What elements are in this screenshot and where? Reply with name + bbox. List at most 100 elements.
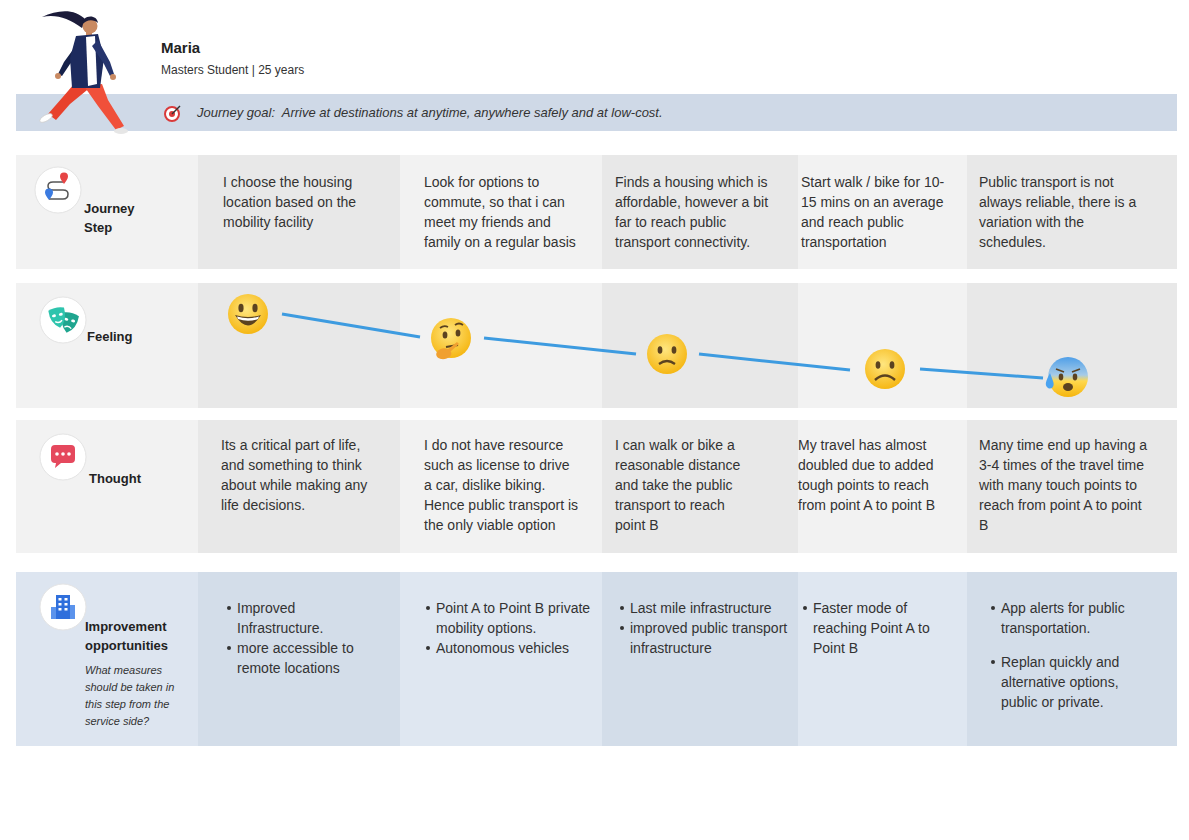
- bullet-item: more accessible to remote locations: [227, 638, 367, 678]
- mask-eye: [71, 319, 76, 323]
- brow: [1056, 369, 1064, 372]
- column-shade: [967, 283, 1177, 408]
- row-heading: Improvement opportunities: [85, 617, 187, 655]
- masks-icon: [40, 297, 86, 343]
- cell-content: Public transport is not always reliable,…: [979, 172, 1149, 252]
- cell-content: App alerts for public transportation.Rep…: [991, 598, 1143, 712]
- chat-dot: [61, 452, 65, 456]
- feeling-segment: [484, 338, 636, 354]
- journey-goal-text: Journey goal: Arrive at destinations at …: [197, 94, 1167, 131]
- thought-cell: I can walk or bike a reasonable distance…: [602, 420, 798, 553]
- front-hand: [110, 74, 116, 80]
- cell-text: Its a critical part of life, and somethi…: [221, 435, 381, 515]
- runner-figure: [38, 11, 180, 134]
- bullet-dot: [227, 646, 231, 650]
- bullet-dot: [991, 606, 995, 610]
- improvement-cell: Faster mode of reaching Point A to Point…: [798, 572, 967, 746]
- journey-step-cell: Public transport is not always reliable,…: [967, 155, 1177, 269]
- icon-disc: [40, 434, 86, 480]
- face: [1048, 357, 1088, 397]
- cell-content: My travel has almost doubled due to adde…: [798, 435, 953, 515]
- frowning-face: [865, 349, 905, 389]
- target-ring: [165, 107, 179, 121]
- eye: [672, 346, 677, 354]
- bullet-dot: [991, 660, 995, 664]
- bullet-item: improved public transport infrastructure: [620, 618, 788, 658]
- mouth: [659, 361, 675, 364]
- feeling-row: Feeling: [16, 283, 1177, 408]
- window: [65, 598, 68, 601]
- cell-text: I can walk or bike a reasonable distance…: [615, 435, 755, 535]
- bullet-text: Last mile infrastructure: [630, 598, 788, 618]
- bullet-text: Faster mode of reaching Point A to Point…: [813, 598, 961, 658]
- eye: [443, 331, 448, 338]
- window: [59, 603, 62, 606]
- cell-content: Improved Infrastructure.more accessible …: [227, 598, 367, 678]
- chat-dot: [67, 452, 71, 456]
- improvement-row: Improvement opportunitiesWhat measures s…: [16, 572, 1177, 746]
- cell-text: Look for options to commute, so that i c…: [424, 172, 584, 252]
- eye: [658, 346, 663, 354]
- bullet-text: Autonomous vehicles: [436, 638, 598, 658]
- row-heading-group: Thought: [89, 469, 169, 488]
- chat-dot: [55, 452, 59, 456]
- feeling-segment: [920, 369, 1043, 378]
- red-pin: [60, 173, 68, 185]
- back-shoe: [38, 112, 53, 124]
- hair: [82, 16, 98, 25]
- feeling-segment: [699, 354, 850, 370]
- mask-mouth: [64, 326, 71, 329]
- bullet-text: Point A to Point B private mobility opti…: [436, 598, 598, 638]
- window: [59, 608, 62, 611]
- window: [65, 603, 68, 606]
- eye: [1073, 374, 1078, 381]
- feeling-segment: [282, 314, 420, 337]
- bullet-text: App alerts for public transportation.: [1001, 598, 1143, 638]
- chat-bubble: [51, 445, 75, 468]
- bullet-item: Faster mode of reaching Point A to Point…: [803, 598, 961, 658]
- cell-text: My travel has almost doubled due to adde…: [798, 435, 953, 515]
- cell-text: I do not have resource such as license t…: [424, 435, 579, 535]
- front-leg: [84, 84, 124, 130]
- thought-cell: My travel has almost doubled due to adde…: [798, 420, 967, 553]
- cell-content: I choose the housing location based on t…: [223, 172, 378, 232]
- bullet-dot: [227, 606, 231, 610]
- bullet-item: Point A to Point B private mobility opti…: [426, 598, 598, 638]
- row-heading-group: Journey Step: [84, 199, 148, 237]
- persona-subtitle: Masters Student | 25 years: [161, 63, 304, 77]
- window: [59, 598, 62, 601]
- bullet-dot: [426, 606, 430, 610]
- bullet-item: Improved Infrastructure.: [227, 598, 367, 638]
- mask-eye: [59, 313, 63, 317]
- bullet-text: improved public transport infrastructure: [630, 618, 788, 658]
- bullet-item: App alerts for public transportation.: [991, 598, 1143, 638]
- eye: [1059, 374, 1064, 381]
- finger: [447, 342, 459, 352]
- eye: [252, 304, 257, 312]
- anxious-sweat-face: [1046, 357, 1088, 397]
- cell-content: I do not have resource such as license t…: [424, 435, 579, 535]
- improvement-cell: App alerts for public transportation.Rep…: [967, 572, 1177, 746]
- thought-cell: Many time end up having a 3-4 times of t…: [967, 420, 1177, 553]
- persona-illustration: [16, 4, 216, 154]
- teeth: [237, 317, 259, 321]
- bullet-item: Last mile infrastructure: [620, 598, 788, 618]
- chat-icon: [40, 434, 86, 480]
- thought-row: Thought Its a critical part of life, and …: [16, 420, 1177, 553]
- route-icon: [35, 167, 81, 213]
- cell-content: Faster mode of reaching Point A to Point…: [803, 598, 961, 658]
- grinning-face: [228, 294, 268, 334]
- icon-disc: [40, 584, 86, 630]
- back-hand: [55, 73, 61, 79]
- journey-step-row: Journey Step I choose the housing locatio…: [16, 155, 1177, 269]
- cell-content: Start walk / bike for 10-15 mins on an a…: [801, 172, 951, 252]
- row-heading-group: Feeling: [87, 327, 167, 346]
- cell-content: Finds a housing which is affordable, how…: [615, 172, 775, 252]
- wing: [51, 607, 56, 619]
- feeling-track: [16, 283, 1177, 408]
- journey-step-cell: Finds a housing which is affordable, how…: [602, 155, 798, 269]
- mask-mouth: [55, 320, 62, 323]
- mouth: [875, 376, 895, 381]
- icon-disc: [40, 297, 86, 343]
- cell-content: Last mile infrastructureimproved public …: [620, 598, 788, 658]
